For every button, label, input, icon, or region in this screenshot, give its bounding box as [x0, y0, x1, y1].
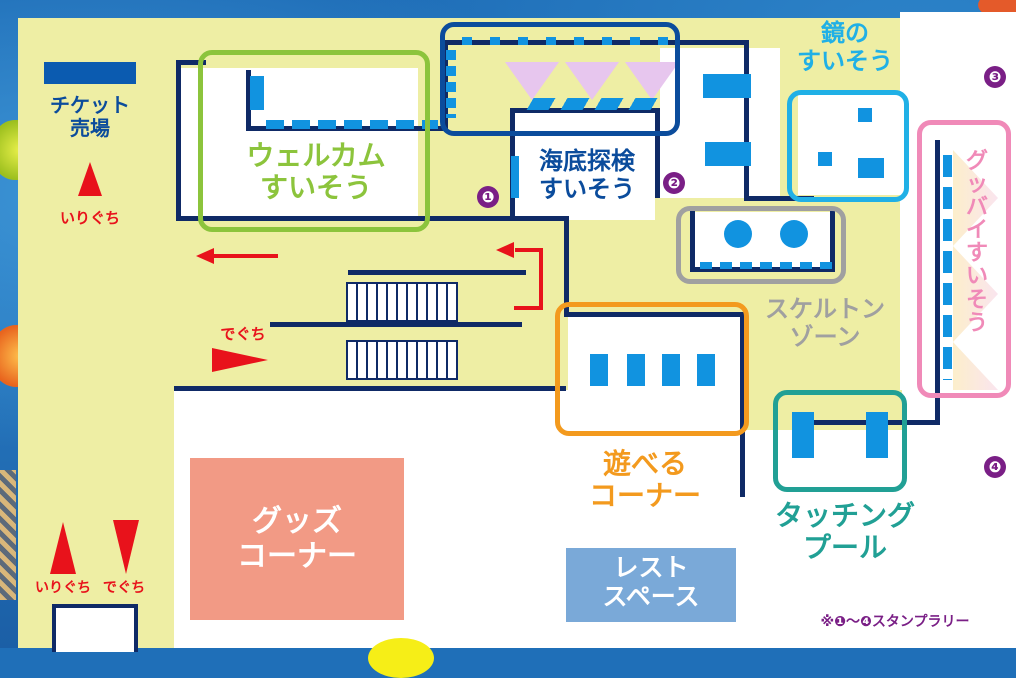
- tank: [250, 76, 264, 110]
- exit-arrow-icon: [212, 348, 268, 372]
- welcome-zone-outline[interactable]: [198, 50, 430, 232]
- skeleton-zone-outline[interactable]: [676, 206, 846, 284]
- goodbye-label: グッバイすいそう: [965, 149, 988, 336]
- tank: [703, 74, 751, 98]
- wall: [744, 196, 814, 201]
- wall: [510, 108, 660, 113]
- tank: [705, 142, 751, 166]
- ticket-label: チケット 売場: [50, 93, 130, 140]
- wall: [176, 60, 181, 220]
- wall: [830, 210, 835, 272]
- wall: [744, 40, 749, 200]
- wall: [176, 60, 206, 65]
- stairs-lower: [346, 340, 458, 380]
- tank-strip: [266, 120, 438, 129]
- play-label: 遊べる コーナー: [588, 447, 701, 513]
- prism-tank: [565, 62, 619, 100]
- exit-arrow-icon: [113, 520, 139, 574]
- mirror-zone-outline[interactable]: [787, 90, 909, 202]
- wall: [740, 312, 745, 497]
- wall: [564, 312, 744, 317]
- wall: [174, 386, 566, 391]
- entrance-arrow-icon: [50, 522, 76, 574]
- stairs-upper: [346, 282, 458, 322]
- play-zone-outline[interactable]: [555, 302, 749, 436]
- wall: [348, 270, 526, 275]
- stamp-2-icon[interactable]: ❷: [663, 172, 685, 194]
- goods-corner[interactable]: [190, 458, 404, 620]
- tank: [662, 354, 680, 386]
- route-arrow: [514, 306, 543, 310]
- deep-sea-label: 海底探検 すいそう: [539, 147, 635, 203]
- route-arrow-icon: [496, 242, 514, 258]
- wall: [690, 267, 835, 272]
- stamp-3-icon[interactable]: ❸: [984, 66, 1006, 88]
- left-arrow-shaft: [214, 254, 278, 258]
- tank-strip: [462, 37, 684, 45]
- entrance-arrow-icon: [78, 162, 102, 196]
- prism-tank: [505, 62, 559, 100]
- prism-tank: [625, 62, 679, 100]
- tank: [697, 354, 715, 386]
- wall: [655, 108, 660, 198]
- tank: [590, 354, 608, 386]
- pool-tank: [792, 412, 814, 458]
- touching-zone-outline[interactable]: [773, 390, 907, 492]
- goods-label: グッズ コーナー: [237, 504, 357, 574]
- rest-label: レスト スペース: [602, 553, 700, 611]
- route-arrow: [515, 248, 543, 252]
- wall: [935, 140, 940, 425]
- exit-label: でぐち: [220, 325, 266, 343]
- mirror-tank-room: [798, 95, 902, 195]
- tank-strip: [943, 155, 952, 380]
- wall: [690, 210, 695, 272]
- touching-label: タッチング プール: [774, 499, 915, 565]
- welcome-room-floor: [178, 68, 418, 218]
- tank: [818, 152, 832, 166]
- tank: [858, 108, 872, 122]
- wall: [270, 322, 522, 327]
- entrance-door: [52, 604, 138, 652]
- skeleton-label: スケルトン ゾーン: [765, 295, 885, 351]
- round-tank: [780, 220, 808, 248]
- mirror-label: 鏡の すいそう: [797, 19, 893, 75]
- tank-strip: [446, 50, 456, 118]
- round-tank: [724, 220, 752, 248]
- goodbye-zone-outline[interactable]: [917, 120, 1011, 398]
- coral-image: [0, 470, 16, 600]
- pool-tank: [866, 412, 888, 458]
- stamp-4-icon[interactable]: ❹: [984, 456, 1006, 478]
- yellow-marker: [368, 638, 434, 678]
- exit-label: でぐち: [102, 580, 146, 596]
- tank: [858, 158, 884, 178]
- tank: [511, 156, 519, 198]
- entrance-label: いりぐち: [35, 580, 91, 596]
- inner-room-floor: [515, 110, 655, 220]
- route-arrow: [539, 248, 543, 310]
- tank-strip: [700, 262, 832, 269]
- wall: [443, 40, 448, 130]
- ticket-counter[interactable]: [44, 62, 136, 84]
- stamp-rally-note: ※❶〜❹スタンプラリー: [820, 614, 970, 630]
- wall: [564, 216, 569, 316]
- tank: [627, 354, 645, 386]
- wall: [176, 216, 566, 221]
- left-arrow-icon: [196, 248, 214, 264]
- entrance-label: いりぐち: [59, 209, 120, 227]
- stamp-1-icon[interactable]: ❶: [477, 186, 499, 208]
- deep-sea-zone-outline[interactable]: [440, 22, 680, 136]
- wall: [246, 70, 251, 130]
- welcome-label: ウェルカム すいそう: [246, 139, 386, 205]
- rest-space[interactable]: [566, 548, 736, 622]
